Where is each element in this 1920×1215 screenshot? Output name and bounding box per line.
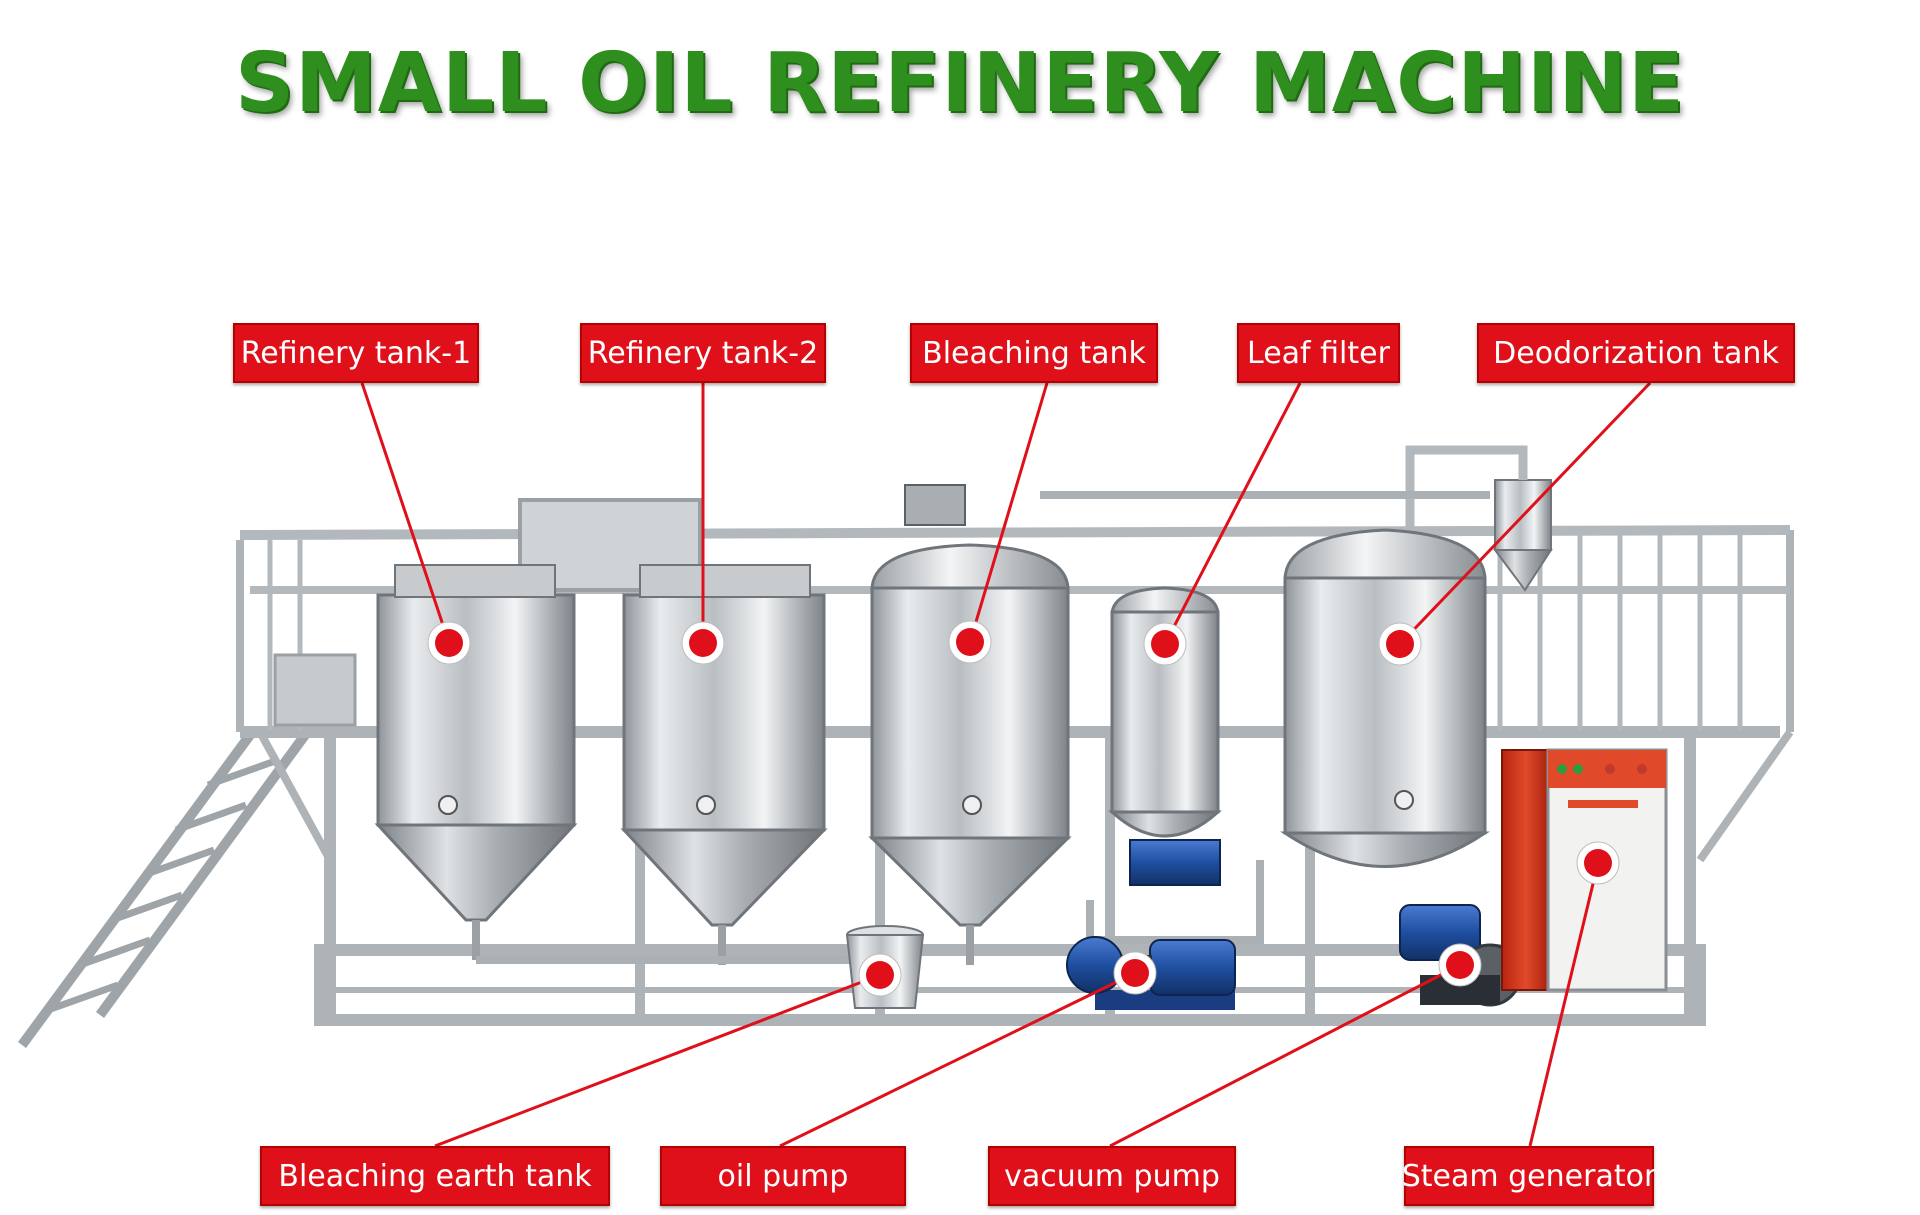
refinery-tank-1-shape [374,564,578,960]
label-bleaching-tank: Bleaching tank [910,323,1158,383]
oil-pump-shape [1066,936,1236,1010]
label-refinery-tank-1: Refinery tank-1 [233,323,479,383]
refinery-tank-2-shape [620,564,828,965]
label-steam-generator: Steam generator [1402,1146,1656,1206]
bleaching-earth-bucket [845,925,925,1009]
label-deodorization-tank: Deodorization tank [1477,323,1795,383]
label-refinery-tank-2: Refinery tank-2 [580,323,826,383]
diagram-title: SMALL OIL REFINERY MACHINE [234,36,1686,131]
ladder [17,732,310,1048]
label-leaf-filter: Leaf filter [1237,323,1400,383]
label-bleaching-earth-tank: Bleaching earth tank [260,1146,610,1206]
bleaching-tank-shape [868,484,1072,965]
leaf-filter-shape [1108,586,1222,886]
steam-generator-shape [1501,748,1668,992]
label-vacuum-pump: vacuum pump [988,1146,1236,1206]
label-oil-pump: oil pump [660,1146,906,1206]
